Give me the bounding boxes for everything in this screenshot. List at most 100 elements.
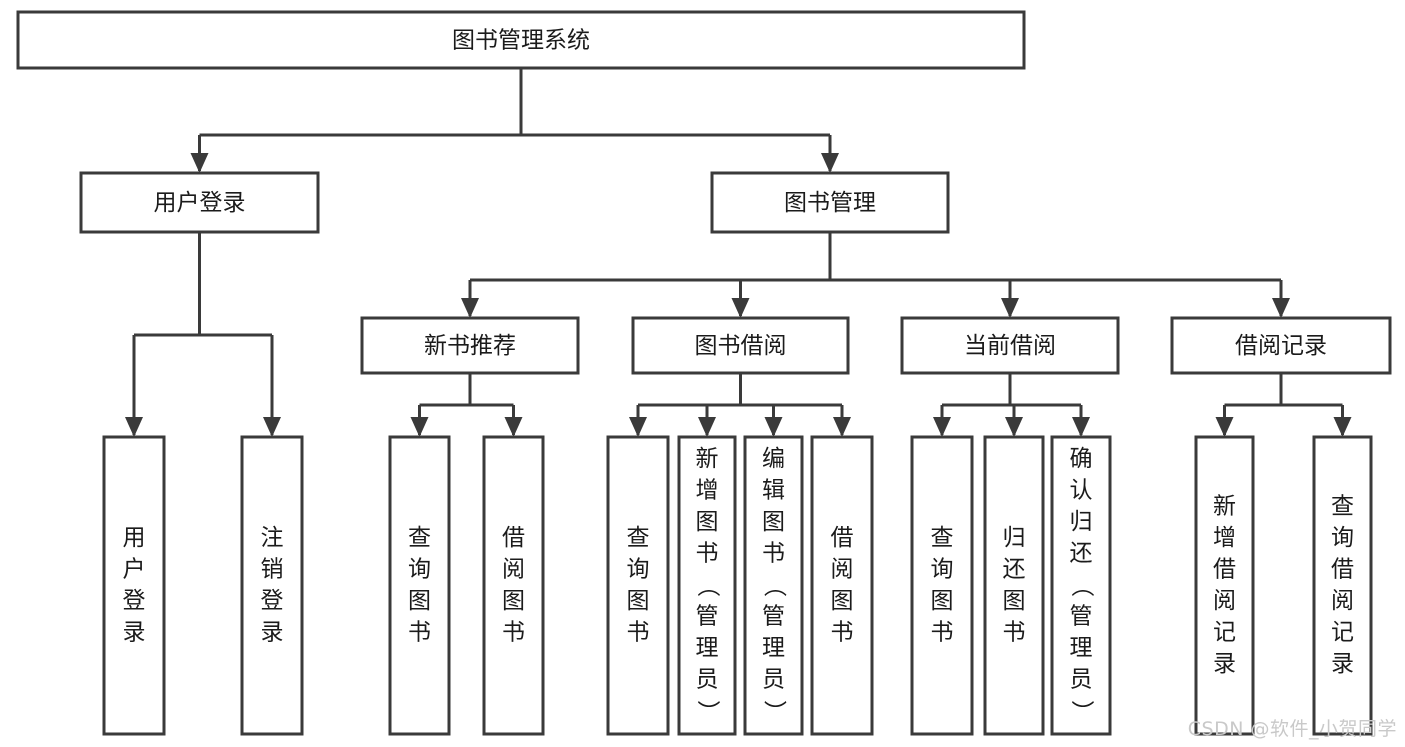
- node-box: [102, 435, 166, 736]
- node-label-char: 户: [123, 556, 146, 582]
- node-box: [900, 316, 1120, 375]
- node-label-char: 图: [502, 588, 525, 614]
- node-label-char: 增: [1213, 525, 1236, 551]
- node-label-char: 图: [762, 509, 785, 535]
- node-label: 新书推荐: [424, 333, 516, 359]
- node-label-char: 图: [408, 588, 431, 614]
- arrow-head-icon: [504, 417, 523, 437]
- node-label-char: 记: [1331, 619, 1354, 645]
- node-label-char: 图: [1003, 588, 1026, 614]
- node-label-char: 录: [1331, 651, 1354, 677]
- node-label-char: 借: [502, 525, 525, 551]
- arrow-head-icon: [1215, 417, 1234, 437]
- node-label-char: 书: [931, 619, 954, 645]
- node-label-char: 增: [696, 478, 719, 504]
- node-label: 借阅记录: [1235, 333, 1327, 359]
- node-label-char: 理: [762, 635, 785, 661]
- node-current-borrow[interactable]: 当前借阅: [900, 316, 1120, 375]
- node-label-char: 员: [762, 667, 785, 693]
- node-label: 图书管理系统: [452, 28, 590, 54]
- arrow-head-icon: [1001, 298, 1019, 318]
- node-box: [1170, 316, 1392, 375]
- node-new-book-recommend[interactable]: 新书推荐: [360, 316, 580, 375]
- node-user-login[interactable]: 用户登录: [79, 171, 320, 234]
- node-book-management[interactable]: 图书管理: [710, 171, 950, 234]
- node-label-char: 阅: [502, 556, 525, 582]
- node-label-char: 查: [931, 525, 954, 551]
- node-root[interactable]: 图书管理系统: [16, 10, 1026, 70]
- node-label-char: 图: [696, 509, 719, 535]
- node-box: [79, 171, 320, 234]
- node-book-borrow[interactable]: 图书借阅: [631, 316, 850, 375]
- arrow-head-icon: [731, 298, 750, 318]
- node-label-char: 书: [627, 619, 650, 645]
- arrow-head-icon: [698, 417, 716, 437]
- node-label-char: 用: [123, 525, 146, 551]
- node-label-char: 认: [1070, 478, 1093, 504]
- node-layer: 图书管理系统用户登录图书管理新书推荐图书借阅当前借阅借阅记录用户登录注销登录查询…: [16, 10, 1392, 736]
- node-label-char: 理: [696, 635, 719, 661]
- node-label-char: 编: [762, 446, 785, 472]
- node-box: [240, 435, 304, 736]
- arrow-head-icon: [1072, 417, 1090, 437]
- node-label-char: 录: [123, 619, 146, 645]
- arrow-head-icon: [821, 153, 839, 173]
- node-box: [983, 435, 1045, 736]
- arrow-head-icon: [629, 417, 647, 437]
- node-label-char: 书: [408, 619, 431, 645]
- arrow-head-icon: [833, 417, 851, 437]
- node-label-char: 录: [261, 619, 284, 645]
- node-label-char: 书: [762, 541, 785, 567]
- node-label-char: 查: [627, 525, 650, 551]
- node-box: [910, 435, 974, 736]
- node-label-char: 辑: [762, 478, 785, 504]
- node-label: 用户登录: [154, 190, 246, 216]
- node-label-char: 书: [1003, 619, 1026, 645]
- node-label-char: 登: [123, 588, 146, 614]
- node-box: [677, 435, 737, 736]
- node-box: [606, 435, 670, 736]
- arrow-head-icon: [1272, 298, 1290, 318]
- node-label-char: 阅: [1213, 588, 1236, 614]
- arrow-head-icon: [1005, 417, 1023, 437]
- node-box: [482, 435, 545, 736]
- node-label: 图书管理: [784, 190, 876, 216]
- node-label-char: 借: [1331, 556, 1354, 582]
- arrow-head-icon: [263, 417, 281, 437]
- node-label-char: 查: [408, 525, 431, 551]
- node-label-char: 图: [831, 588, 854, 614]
- node-label-char: （: [695, 574, 721, 597]
- node-box: [16, 10, 1026, 70]
- node-label-char: 还: [1003, 556, 1026, 582]
- node-label-char: 新: [696, 446, 719, 472]
- arrow-head-icon: [410, 417, 429, 437]
- node-label-char: 询: [1331, 525, 1354, 551]
- node-label-char: 管: [1070, 604, 1093, 630]
- node-label-char: 书: [696, 541, 719, 567]
- node-label-char: （: [761, 574, 787, 597]
- node-label-char: 归: [1070, 509, 1093, 535]
- node-label-char: 销: [261, 556, 284, 582]
- connector-layer: [125, 68, 1352, 437]
- node-borrow-records[interactable]: 借阅记录: [1170, 316, 1392, 375]
- node-leaf-user-login[interactable]: 用户登录: [102, 435, 166, 736]
- arrow-head-icon: [1333, 417, 1352, 437]
- node-label: 当前借阅: [964, 333, 1056, 359]
- node-label-char: 阅: [831, 556, 854, 582]
- node-label-char: （: [1069, 574, 1095, 597]
- node-label-char: 记: [1213, 619, 1236, 645]
- node-label-char: 图: [931, 588, 954, 614]
